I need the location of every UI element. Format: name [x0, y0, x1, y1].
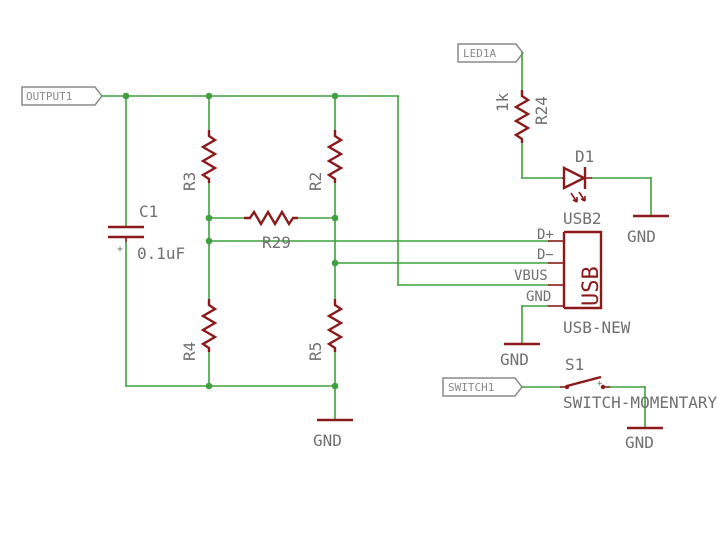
s1-value: SWITCH-MOMENTARY: [563, 393, 717, 412]
usb2-pin-gnd: GND: [526, 289, 551, 305]
led-d1: D1: [562, 147, 594, 203]
output1-label-text: OUTPUT1: [26, 90, 72, 103]
led1a-net-label: LED1A: [457, 43, 524, 63]
usb2-value: USB-NEW: [563, 318, 631, 337]
s1-name: S1: [565, 355, 584, 374]
resistor-r2: R2: [306, 130, 344, 191]
junctions: [122, 92, 339, 390]
gnd-label-usb: GND: [500, 350, 529, 369]
resistor-r5: R5: [306, 299, 344, 361]
r24-value: 1k: [493, 92, 512, 112]
resistor-r4: R4: [180, 299, 218, 361]
usb-connector-usb2: USB D+ D− VBUS GND USB2 USB-NEW: [514, 209, 631, 337]
switch-s1: + S1 SWITCH-MOMENTARY: [560, 355, 717, 412]
usb2-pin-vbus: VBUS: [514, 268, 548, 284]
ground-symbol-usb: GND: [500, 342, 540, 369]
usb2-pin-dminus: D−: [537, 247, 554, 263]
capacitor-c1: + C1 0.1uF: [108, 202, 185, 263]
resistor-r29: R29: [244, 209, 298, 252]
r4-name: R4: [180, 342, 199, 361]
r2-name: R2: [306, 172, 325, 191]
c1-name: C1: [139, 202, 158, 221]
output1-net-label: OUTPUT1: [21, 86, 103, 106]
gnd-label-dividers: GND: [313, 431, 342, 450]
r29-name: R29: [262, 233, 291, 252]
led1a-label-text: LED1A: [463, 47, 496, 60]
ground-symbol-switch: GND: [625, 426, 663, 452]
svg-text:+: +: [117, 244, 123, 255]
gnd-label-led: GND: [627, 227, 656, 246]
usb2-pin-dplus: D+: [537, 227, 554, 243]
resistor-r3: R3: [180, 130, 218, 191]
switch1-net-label: SWITCH1: [442, 377, 523, 397]
switch1-label-text: SWITCH1: [448, 381, 494, 394]
r24-name: R24: [532, 96, 551, 125]
c1-value: 0.1uF: [137, 244, 185, 263]
d1-name: D1: [575, 147, 594, 166]
r3-name: R3: [180, 172, 199, 191]
ground-symbol-led: GND: [627, 214, 669, 246]
resistor-r24: 1k R24: [493, 90, 551, 143]
svg-text:+: +: [597, 379, 603, 389]
gnd-label-switch: GND: [625, 433, 654, 452]
usb2-name: USB2: [563, 209, 602, 228]
ground-symbol-dividers: GND: [313, 418, 353, 450]
wires: [101, 52, 652, 429]
r5-name: R5: [306, 342, 325, 361]
usb2-body-text: USB: [579, 266, 604, 306]
